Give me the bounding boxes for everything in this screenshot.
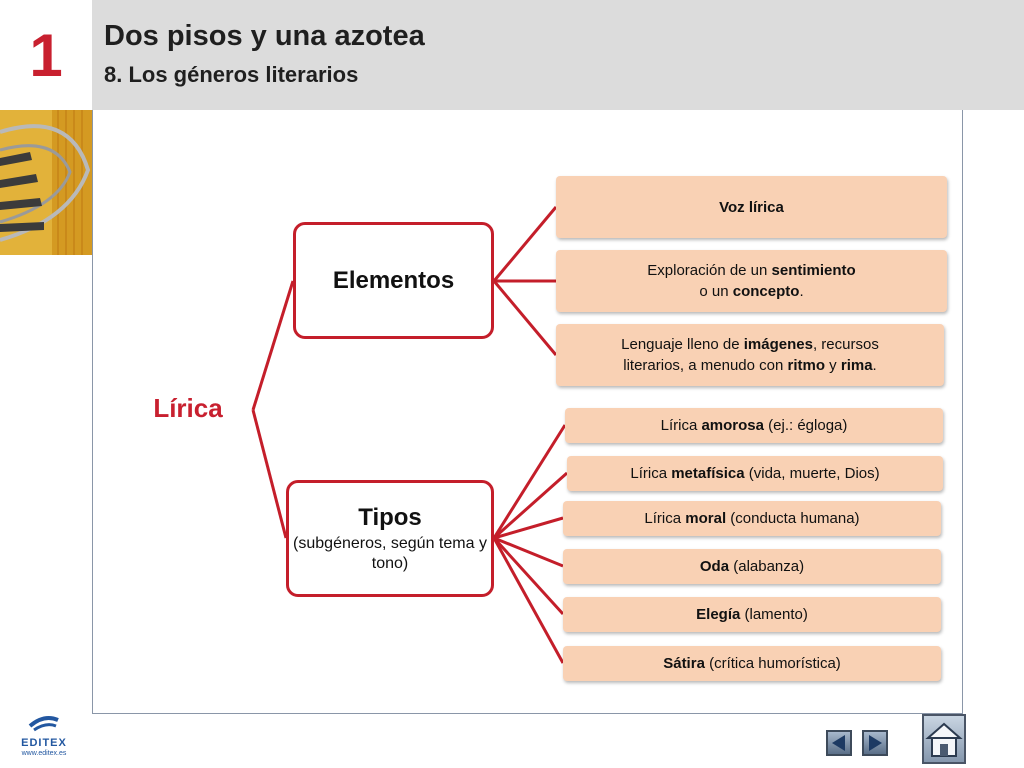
node-tipos-label: Tipos xyxy=(358,503,422,531)
leaf-text: Lírica moral (conducta humana) xyxy=(644,510,860,527)
node-elementos-label: Elementos xyxy=(332,266,455,294)
root-label: Lírica xyxy=(153,393,223,423)
leaf-text: Lírica amorosa (ej.: égloga) xyxy=(660,417,848,434)
leaf-voz-lirica: Voz lírica xyxy=(556,176,947,238)
header-bar xyxy=(92,0,1024,110)
leaf-text: Elegía (lamento) xyxy=(696,606,808,623)
node-tipos-sublabel: (subgéneros, según tema y tono) xyxy=(293,534,487,572)
stair-photo xyxy=(0,110,92,255)
editex-logo-icon xyxy=(28,716,59,732)
leaf-lirica-amorosa: Lírica amorosa (ej.: égloga) xyxy=(565,408,943,443)
logo-url: www.editex.es xyxy=(21,750,67,757)
leaf-elegia: Elegía (lamento) xyxy=(563,597,941,632)
leaf-satira: Sátira (crítica humorística) xyxy=(563,646,941,681)
next-button[interactable] xyxy=(862,730,888,756)
logo-word: EDITEX xyxy=(21,737,67,749)
leaf-text: Lírica metafísica (vida, muerte, Dios) xyxy=(630,465,880,482)
prev-button[interactable] xyxy=(826,730,852,756)
page-title: Dos pisos y una azotea xyxy=(104,20,425,52)
page-subtitle: 8. Los géneros literarios xyxy=(104,62,359,87)
next-arrow-icon xyxy=(869,735,882,751)
home-icon xyxy=(925,722,963,757)
leaf-oda: Oda (alabanza) xyxy=(563,549,941,584)
prev-arrow-icon xyxy=(832,735,845,751)
node-tipos: Tipos (subgéneros, según tema y tono) xyxy=(286,480,494,597)
leaf-text: Sátira (crítica humorística) xyxy=(663,655,841,672)
unit-number: 1 xyxy=(29,22,63,89)
leaf-text: Voz lírica xyxy=(719,198,784,216)
leaf-lirica-moral: Lírica moral (conducta humana) xyxy=(563,501,941,536)
home-button[interactable] xyxy=(922,714,966,764)
editex-logo: EDITEX www.editex.es xyxy=(12,710,76,766)
node-elementos: Elementos xyxy=(293,222,494,339)
leaf-lirica-metafisica: Lírica metafísica (vida, muerte, Dios) xyxy=(567,456,943,491)
leaf-text: Oda (alabanza) xyxy=(699,558,805,575)
